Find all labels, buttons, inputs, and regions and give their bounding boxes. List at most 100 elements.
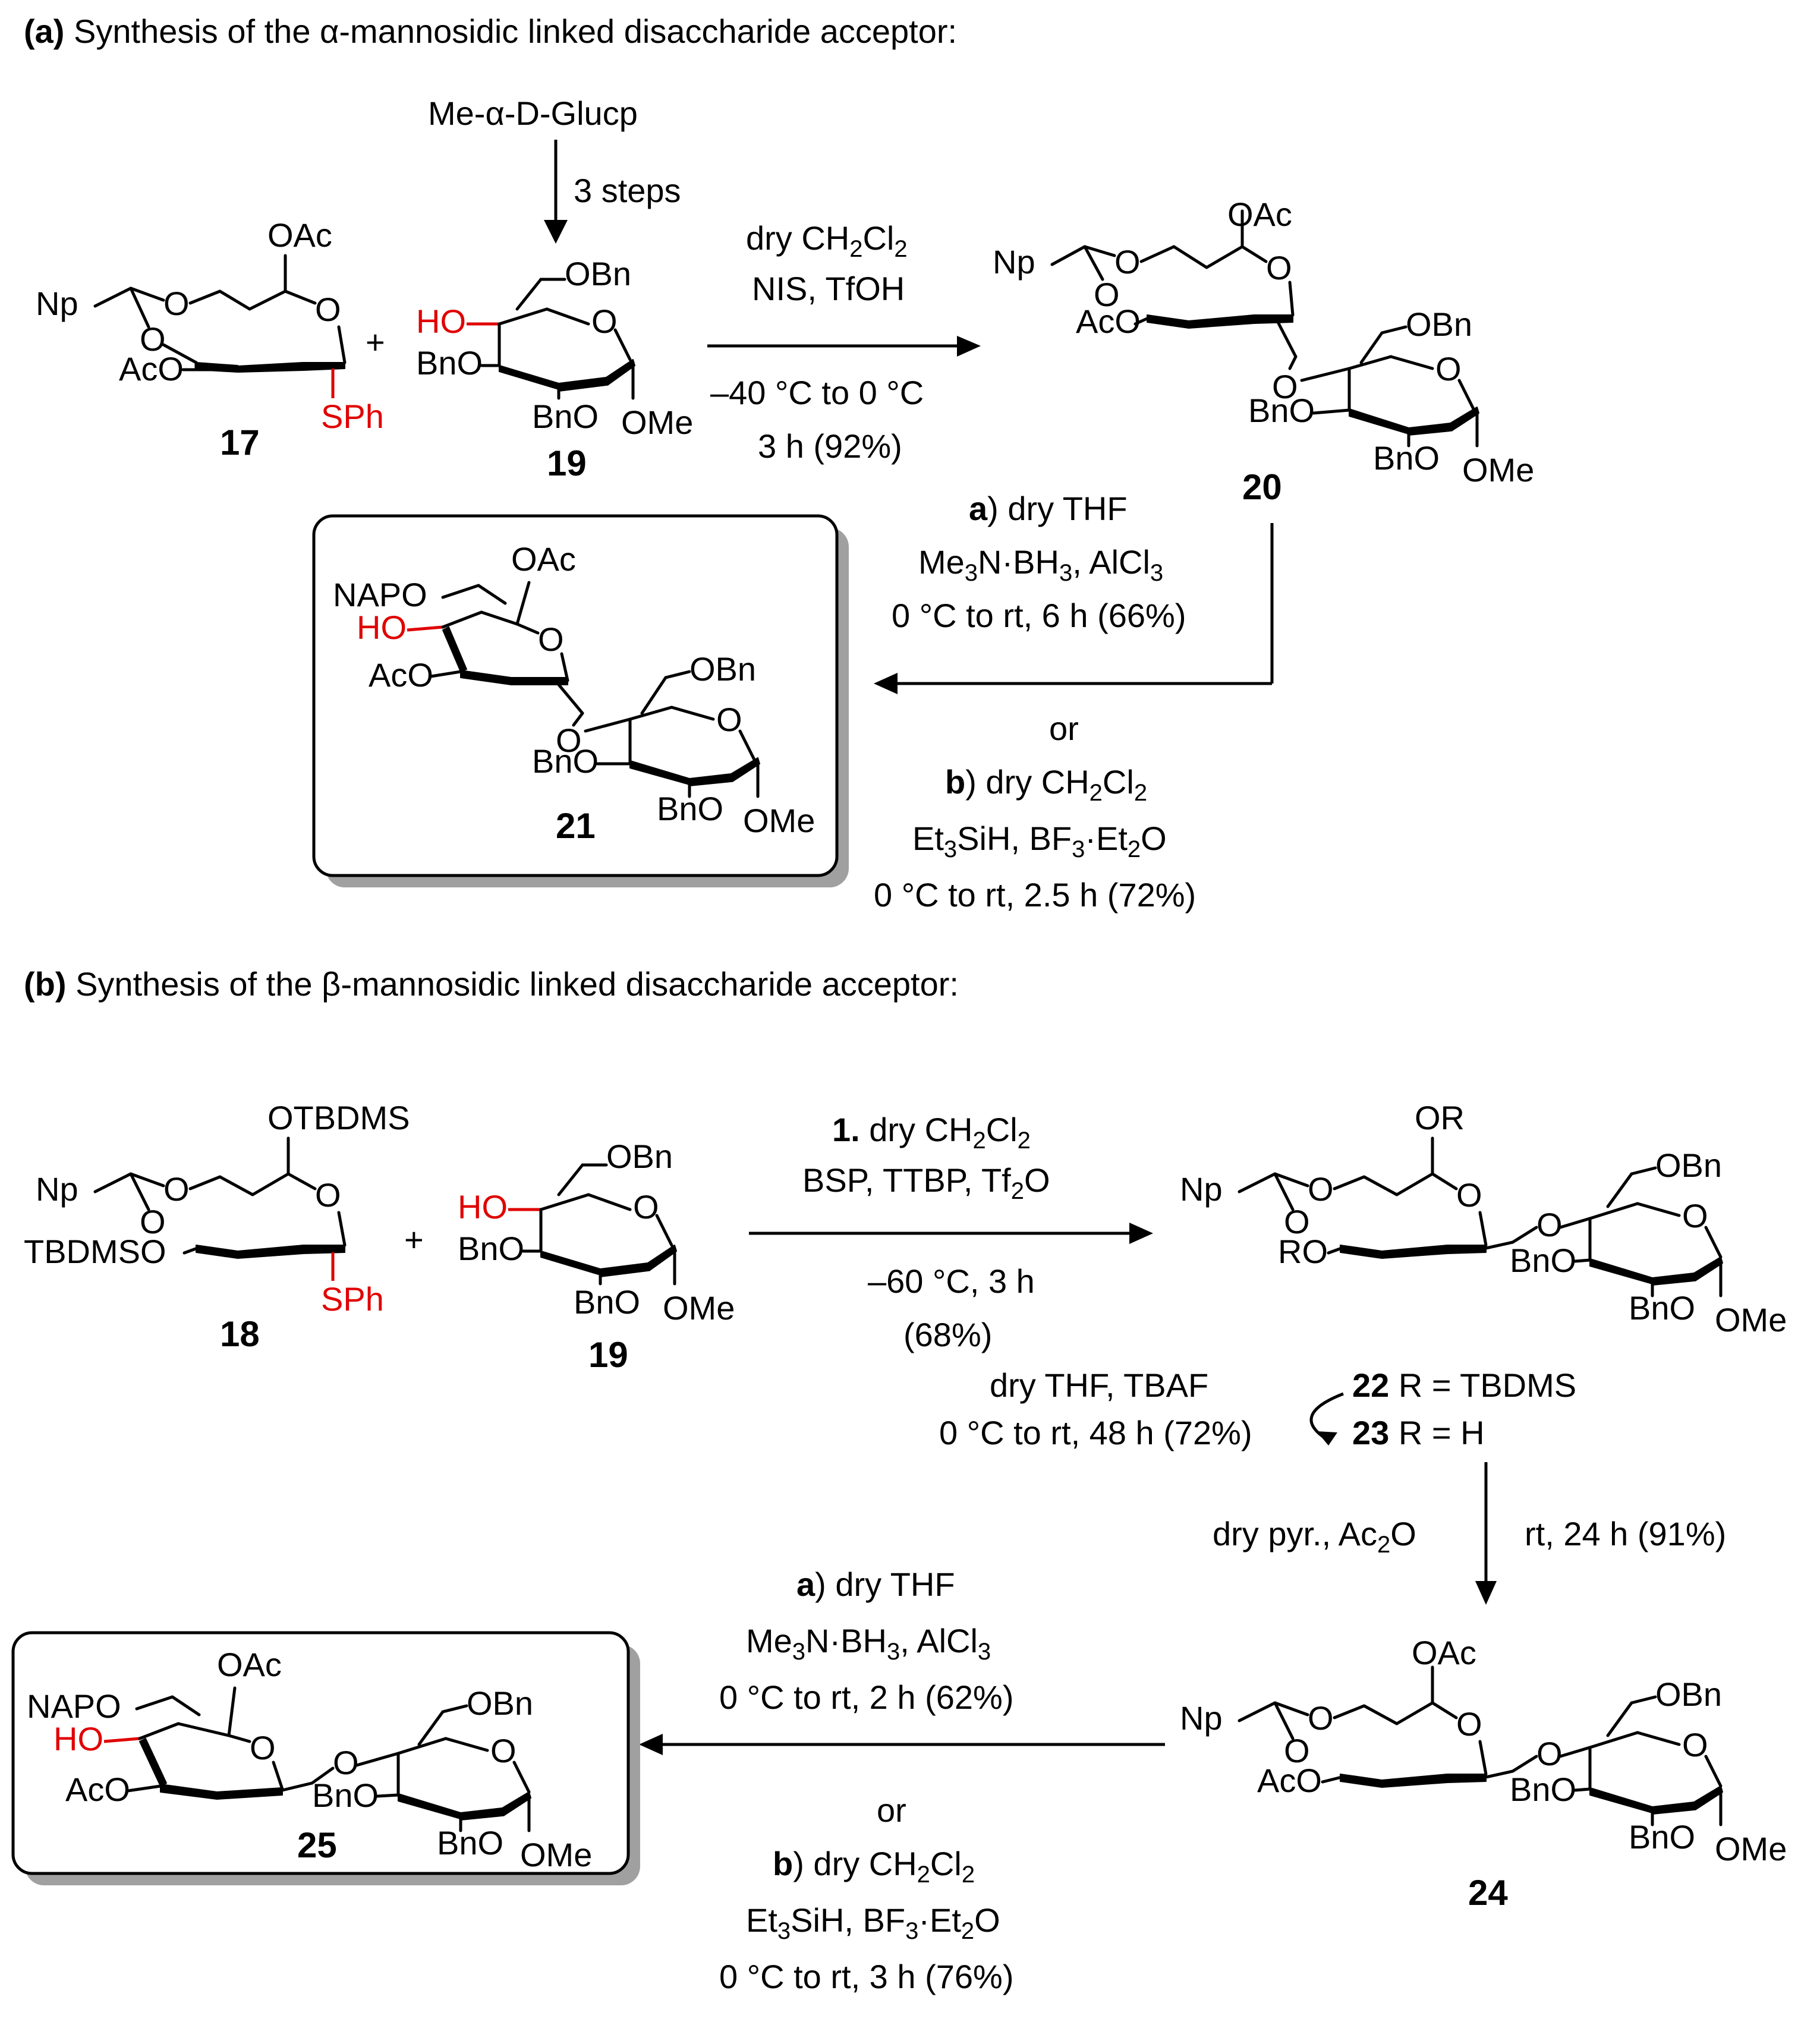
svg-text:O: O	[1682, 1197, 1708, 1234]
svg-text:OMe: OMe	[1715, 1830, 1787, 1867]
svg-text:or: or	[877, 1791, 906, 1829]
svg-text:BnO: BnO	[532, 742, 599, 780]
compound-19-structure-a: OBn HO BnO O BnO OMe	[416, 255, 693, 441]
svg-text:O: O	[633, 1188, 659, 1226]
svg-text:b) dry CH2Cl2: b) dry CH2Cl2	[773, 1845, 975, 1888]
svg-text:O: O	[538, 621, 564, 658]
ring-opening-conditions-b: a) dry THF Me3N·BH3, AlCl3 0 °C to rt, 2…	[719, 1566, 1013, 1995]
svg-text:OBn: OBn	[467, 1684, 533, 1722]
svg-text:NAPO: NAPO	[27, 1687, 121, 1725]
svg-text:OBn: OBn	[565, 255, 631, 292]
svg-text:OBn: OBn	[1655, 1676, 1722, 1713]
svg-text:0 °C to rt, 48 h (72%): 0 °C to rt, 48 h (72%)	[939, 1414, 1252, 1451]
svg-text:O: O	[140, 320, 166, 358]
compound-19-label-a: 19	[547, 443, 587, 483]
three-steps-label: 3 steps	[574, 172, 681, 209]
svg-text:OMe: OMe	[663, 1289, 735, 1327]
svg-text:1. dry CH2Cl2: 1. dry CH2Cl2	[832, 1111, 1031, 1154]
svg-text:Np: Np	[993, 243, 1035, 281]
compound-21-structure: OAc NAPO HO O AcO O	[333, 540, 815, 839]
svg-text:O: O	[163, 285, 190, 322]
compound-20-structure: Np O O OAc O AcO O OBn	[993, 196, 1534, 489]
svg-text:BnO: BnO	[1373, 439, 1440, 477]
svg-text:O: O	[1456, 1705, 1482, 1743]
svg-text:Np: Np	[1180, 1170, 1223, 1208]
svg-text:AcO: AcO	[65, 1771, 130, 1808]
svg-text:O: O	[1308, 1699, 1334, 1737]
svg-text:OR: OR	[1415, 1099, 1465, 1136]
svg-text:O: O	[315, 291, 341, 328]
svg-text:BnO: BnO	[574, 1283, 640, 1321]
compound-24-structure: Np O O OAc O AcO O OBn	[1180, 1634, 1787, 1867]
svg-text:TBDMSO: TBDMSO	[24, 1233, 166, 1270]
svg-text:OMe: OMe	[1462, 451, 1534, 489]
compound-18-label: 18	[220, 1314, 260, 1354]
svg-text:23 R = H: 23 R = H	[1352, 1414, 1485, 1451]
svg-text:OMe: OMe	[621, 404, 693, 441]
svg-text:Me3N·BH3, AlCl3: Me3N·BH3, AlCl3	[918, 543, 1163, 586]
svg-text:OAc: OAc	[1227, 196, 1292, 233]
svg-text:O: O	[1308, 1170, 1334, 1208]
product-box-21: OAc NAPO HO O AcO O	[312, 514, 849, 887]
svg-text:OMe: OMe	[520, 1836, 592, 1873]
svg-text:a) dry THF: a) dry THF	[796, 1566, 955, 1603]
svg-text:22 R = TBDMS: 22 R = TBDMS	[1352, 1366, 1576, 1404]
svg-text:O: O	[1266, 249, 1292, 286]
svg-text:BnO: BnO	[532, 398, 599, 435]
svg-text:O: O	[591, 303, 618, 340]
svg-text:BnO: BnO	[1510, 1771, 1576, 1808]
svg-text:BnO: BnO	[458, 1230, 524, 1267]
svg-text:BnO: BnO	[1629, 1818, 1695, 1856]
compound-20-label: 20	[1242, 467, 1282, 507]
svg-text:HO: HO	[357, 609, 407, 646]
svg-text:BnO: BnO	[657, 790, 723, 827]
svg-text:AcO: AcO	[1076, 303, 1141, 340]
panel-b-title: (b) Synthesis of the β-mannosidic linked…	[24, 965, 959, 1003]
svg-text:O: O	[1536, 1735, 1563, 1772]
svg-text:O: O	[163, 1170, 190, 1208]
svg-text:O: O	[315, 1176, 341, 1214]
svg-text:SPh: SPh	[321, 1280, 384, 1318]
svg-text:O: O	[1114, 243, 1141, 281]
svg-text:3 h (92%): 3 h (92%)	[758, 427, 902, 465]
compound-17-label: 17	[220, 423, 260, 462]
svg-text:O: O	[490, 1732, 517, 1769]
plus-sign-b: +	[404, 1221, 424, 1258]
svg-text:OAc: OAc	[511, 540, 576, 578]
svg-text:NIS, TfOH: NIS, TfOH	[752, 270, 905, 307]
plus-sign-a: +	[366, 323, 385, 361]
svg-text:O: O	[1536, 1206, 1563, 1243]
svg-text:HO: HO	[458, 1188, 508, 1226]
svg-text:BnO: BnO	[1248, 392, 1315, 429]
svg-text:AcO: AcO	[369, 656, 433, 694]
start-material-label: Me-α-D-Glucp	[428, 95, 638, 132]
svg-text:OBn: OBn	[606, 1138, 673, 1175]
svg-text:0 °C to rt, 6 h (66%): 0 °C to rt, 6 h (66%)	[892, 597, 1186, 634]
svg-text:rt, 24 h (91%): rt, 24 h (91%)	[1525, 1515, 1726, 1552]
svg-text:OTBDMS: OTBDMS	[267, 1099, 410, 1136]
svg-text:O: O	[556, 722, 582, 759]
svg-text:O: O	[1284, 1732, 1310, 1769]
svg-text:RO: RO	[1278, 1233, 1328, 1270]
panel-b: (b) Synthesis of the β-mannosidic linked…	[11, 965, 1787, 1995]
svg-text:BnO: BnO	[416, 344, 483, 382]
svg-text:O: O	[716, 701, 742, 738]
svg-text:dry pyr., Ac2O: dry pyr., Ac2O	[1213, 1515, 1416, 1558]
product-box-25: OAc NAPO HO O AcO O	[11, 1631, 640, 1885]
svg-text:b) dry CH2Cl2: b) dry CH2Cl2	[945, 763, 1147, 806]
svg-text:0 °C to rt, 2 h (62%): 0 °C to rt, 2 h (62%)	[719, 1678, 1013, 1716]
svg-text:BnO: BnO	[437, 1824, 503, 1862]
svg-text:Np: Np	[36, 285, 78, 322]
svg-text:BnO: BnO	[1629, 1289, 1695, 1327]
svg-text:O: O	[1435, 350, 1462, 388]
svg-text:Et3SiH, BF3·Et2O: Et3SiH, BF3·Et2O	[912, 820, 1167, 862]
svg-text:OAc: OAc	[217, 1646, 282, 1683]
svg-text:dry CH2Cl2: dry CH2Cl2	[746, 219, 908, 262]
svg-text:OAc: OAc	[267, 216, 332, 254]
svg-text:BnO: BnO	[312, 1777, 379, 1814]
svg-text:BSP, TTBP, Tf2O: BSP, TTBP, Tf2O	[802, 1161, 1050, 1204]
compound-19-structure-b: OBn HO BnO O BnO OMe	[458, 1138, 735, 1327]
compound-25-label: 25	[297, 1825, 337, 1865]
svg-text:HO: HO	[416, 303, 466, 340]
glycosylation-conditions-a: dry CH2Cl2 NIS, TfOH –40 °C to 0 °C 3 h …	[707, 219, 981, 465]
